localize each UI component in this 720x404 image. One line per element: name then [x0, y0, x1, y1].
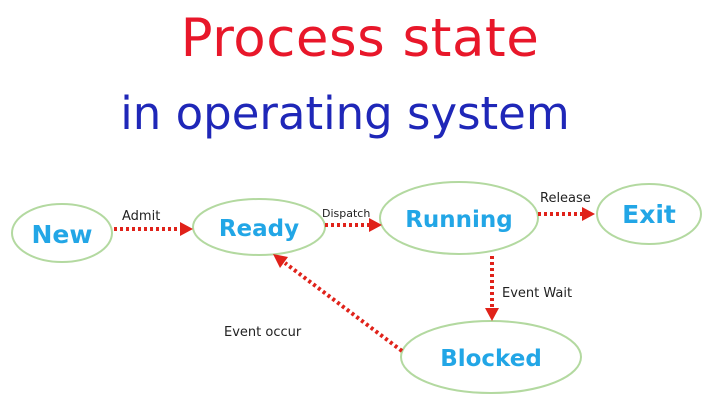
transition-event-occur-line [283, 261, 404, 353]
transition-label-release: Release [540, 191, 591, 206]
state-label-exit: Exit [622, 200, 676, 229]
transition-label-event-occur: Event occur [224, 325, 302, 340]
state-node-exit-shape [596, 183, 702, 245]
transition-event-wait: Event Wait [485, 256, 572, 321]
transition-label-event-wait: Event Wait [502, 286, 572, 301]
transition-event-occur: Event occur [224, 254, 404, 353]
transition-event-wait-arrowhead [485, 308, 499, 321]
transition-label-admit: Admit [122, 209, 160, 224]
state-node-new-shape [11, 203, 113, 263]
state-node-running-shape [379, 181, 539, 255]
diagram-title: Process state [180, 8, 540, 69]
state-node-new: New [11, 203, 113, 263]
state-node-ready: Ready [192, 198, 326, 256]
transition-admit-arrowhead [180, 222, 193, 236]
transition-admit: Admit [114, 209, 193, 236]
state-label-running: Running [405, 207, 513, 233]
transition-dispatch-arrowhead [369, 218, 382, 232]
state-node-blocked-shape [400, 320, 582, 394]
state-label-new: New [32, 220, 93, 249]
state-node-exit: Exit [596, 183, 702, 245]
state-node-running: Running [379, 181, 539, 255]
transition-label-dispatch: Dispatch [322, 207, 370, 220]
transition-release: Release [538, 191, 595, 221]
transition-dispatch: Dispatch [322, 207, 382, 232]
transition-release-arrowhead [582, 207, 595, 221]
state-label-blocked: Blocked [440, 346, 542, 372]
diagram-subtitle: in operating system [120, 87, 570, 140]
state-label-ready: Ready [219, 216, 299, 242]
state-node-blocked: Blocked [400, 320, 582, 394]
transition-event-occur-arrowhead [273, 254, 288, 268]
